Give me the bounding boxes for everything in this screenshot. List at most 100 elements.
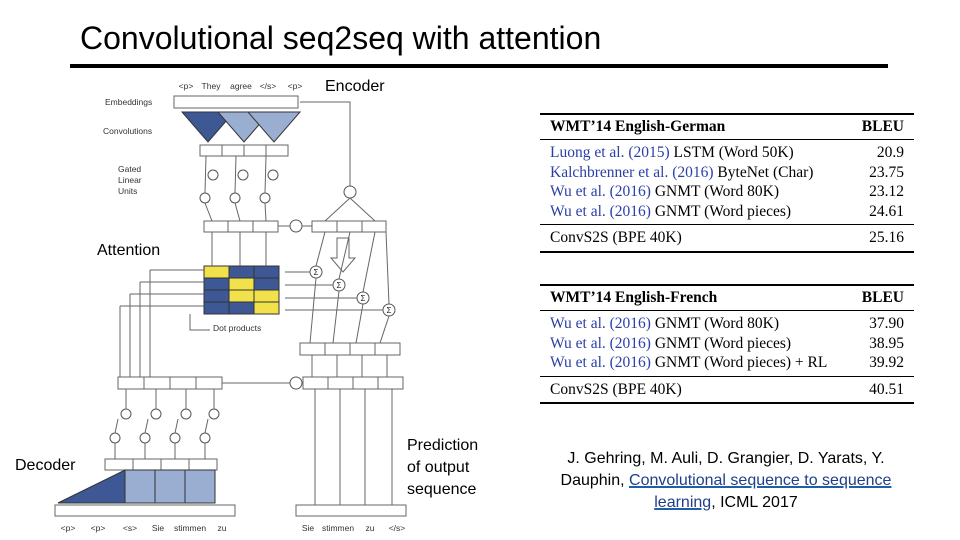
glu-label-2: Linear [118, 175, 142, 185]
model-name: GNMT (Word pieces) [654, 334, 792, 352]
bleu-score: 38.95 [869, 334, 904, 352]
citation-link[interactable]: Wu et al. (2016) [550, 334, 651, 352]
conv-filter-1 [180, 111, 236, 143]
model-name: ConvS2S (BPE 40K) [550, 229, 682, 246]
title-underline [70, 64, 888, 68]
citation-link[interactable]: Wu et al. (2016) [550, 183, 651, 200]
table-row: Wu et al. (2016) GNMT (Word pieces) 38.9… [540, 334, 914, 354]
glu-label-1: Gated [118, 164, 141, 174]
encoder-residual-row [311, 220, 387, 233]
glu-label-3: Units [118, 186, 137, 196]
table-row: Wu et al. (2016) GNMT (Word pieces) 24.6… [540, 202, 914, 222]
output-token: zu [366, 523, 375, 533]
table-en-de: WMT’14 English-German BLEU Luong et al. … [540, 113, 914, 253]
model-name: GNMT (Word pieces) [654, 202, 792, 220]
table-row: Kalchbrenner et al. (2016) ByteNet (Char… [540, 163, 914, 183]
encoder-token: agree [230, 81, 252, 91]
paper-link-text[interactable]: Convolutional sequence to sequence [629, 472, 892, 489]
output-token: Sie [302, 523, 315, 533]
citation-venue: , ICML 2017 [711, 494, 798, 511]
model-name: LSTM (Word 50K) [673, 144, 794, 161]
model-name: GNMT (Word 80K) [654, 315, 780, 332]
table-row-ours: ConvS2S (BPE 40K) 40.51 [540, 380, 914, 400]
conv-filter-3 [246, 111, 302, 143]
table-row: Wu et al. (2016) GNMT (Word 80K) 37.90 [540, 314, 914, 334]
decoder-token: stimmen [174, 523, 206, 533]
table-header-task: WMT’14 English-German [550, 118, 726, 135]
prediction-line-1: Prediction [407, 437, 479, 454]
bleu-score: 40.51 [869, 380, 904, 398]
bleu-score: 20.9 [876, 144, 904, 161]
paper-link-continued[interactable]: learning [654, 494, 711, 511]
citation-author-last: Dauphin, [560, 472, 630, 489]
decoder-token: zu [218, 523, 227, 533]
bleu-score: 25.16 [869, 229, 904, 246]
attention-sums [309, 265, 396, 317]
decoder-token: Sie [152, 523, 165, 533]
slide-title: Convolutional seq2seq with attention [80, 20, 602, 56]
sigma-symbol: Σ [337, 281, 342, 290]
model-name: GNMT (Word 80K) [654, 183, 780, 200]
citation-text: J. Gehring, M. Auli, D. Grangier, D. Yar… [530, 448, 922, 514]
table-row: Luong et al. (2015) LSTM (Word 50K) 20.9 [540, 143, 914, 163]
down-arrow [329, 237, 357, 273]
encoder-token: They [202, 81, 222, 91]
paper-link[interactable]: Convolutional sequence to sequence [629, 472, 891, 489]
sigma-symbol: Σ [314, 268, 319, 277]
citation-link[interactable]: Kalchbrenner et al. (2016) [550, 163, 714, 181]
decoder-label: Decoder [15, 457, 76, 474]
decoder-token: <p> [91, 523, 106, 533]
encoder-token: <p> [179, 81, 194, 91]
decoder-token: <p> [61, 523, 76, 533]
decoder-embeddings [54, 504, 236, 517]
sigma-symbol: Σ [361, 294, 366, 303]
citation-link[interactable]: Wu et al. (2016) [550, 315, 651, 332]
table-row: Wu et al. (2016) GNMT (Word pieces) + RL… [540, 353, 914, 373]
table-header: WMT’14 English-German BLEU [540, 115, 914, 139]
paper-link-text[interactable]: learning [654, 494, 712, 511]
convolutions-label: Convolutions [103, 126, 152, 136]
output-token: </s> [389, 523, 406, 533]
attention-matrix [203, 265, 280, 315]
residual-add [289, 376, 303, 390]
attention-label: Attention [97, 242, 161, 259]
bleu-score: 24.61 [869, 202, 904, 220]
citation-link[interactable]: Luong et al. (2015) [550, 144, 670, 161]
table-header-metric: BLEU [861, 289, 904, 306]
sigma-symbol: Σ [387, 306, 392, 315]
embeddings-label: Embeddings [105, 97, 152, 107]
citation-link[interactable]: Wu et al. (2016) [550, 354, 651, 371]
bleu-score: 39.92 [869, 354, 904, 371]
decoder-conv-filter-2 [124, 469, 156, 504]
table-header-metric: BLEU [861, 118, 904, 135]
encoder-token: <p> [288, 81, 303, 91]
encoder-token: </s> [260, 81, 277, 91]
citation-link[interactable]: Wu et al. (2016) [550, 202, 651, 220]
bleu-score: 23.75 [869, 163, 904, 181]
decoder-conv-filter-3 [154, 469, 186, 504]
decoder-glu-units [109, 408, 220, 444]
prediction-label: Prediction of output sequence [407, 435, 478, 501]
bleu-score: 37.90 [869, 315, 904, 332]
conv-seq2seq-figure: <p> They agree </s> <p> Embeddings Convo… [54, 81, 407, 533]
citation-authors: J. Gehring, M. Auli, D. Grangier, D. Yar… [567, 450, 885, 467]
decoder-token: <s> [123, 523, 137, 533]
model-name: GNMT (Word pieces) + RL [654, 354, 828, 371]
table-row-ours: ConvS2S (BPE 40K) 25.16 [540, 228, 914, 248]
table-en-fr: WMT’14 English-French BLEU Wu et al. (20… [540, 284, 914, 404]
table-header: WMT’14 English-French BLEU [540, 286, 914, 310]
output-embeddings [295, 504, 407, 517]
prediction-line-3: sequence [407, 481, 477, 498]
model-name: ByteNet (Char) [717, 163, 814, 181]
table-header-task: WMT’14 English-French [550, 289, 718, 306]
decoder-conv-filter-1 [57, 469, 126, 504]
output-token: stimmen [322, 523, 354, 533]
encoder-label: Encoder [325, 78, 385, 95]
bleu-score: 23.12 [869, 183, 904, 200]
decoder-conv-filter-4 [184, 469, 216, 504]
encoder-output-row [203, 220, 279, 233]
prediction-line-2: of output [407, 459, 470, 476]
encoder-embeddings [173, 95, 299, 109]
model-name: ConvS2S (BPE 40K) [550, 380, 682, 398]
table-row: Wu et al. (2016) GNMT (Word 80K) 23.12 [540, 182, 914, 202]
